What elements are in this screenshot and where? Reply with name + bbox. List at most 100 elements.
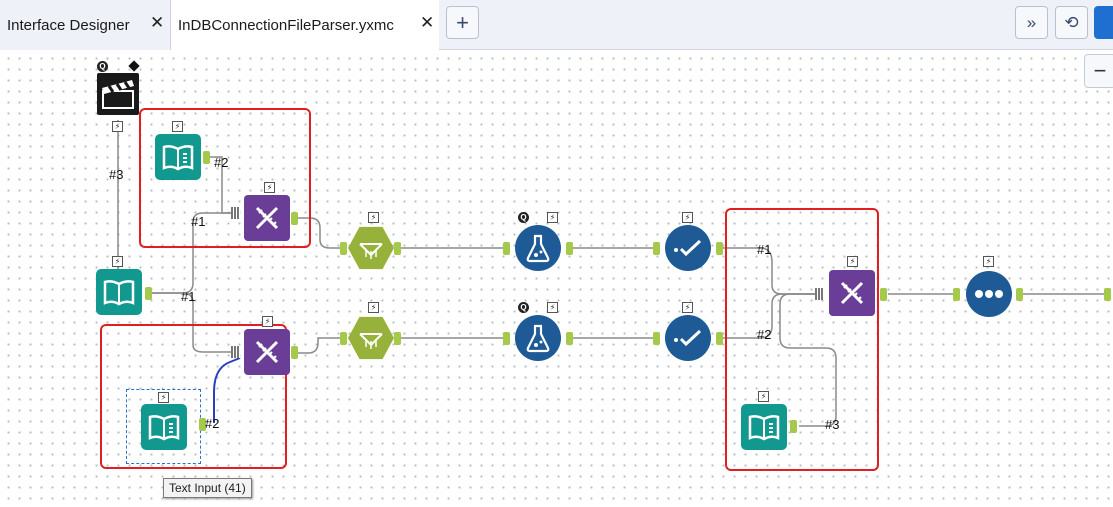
check-tool[interactable] bbox=[665, 225, 711, 271]
output-anchor[interactable] bbox=[716, 242, 723, 255]
input-anchor[interactable] bbox=[653, 242, 660, 255]
flask-icon bbox=[526, 234, 550, 263]
bolt-icon: ⚡ bbox=[682, 212, 693, 223]
text-input-tool-selected[interactable] bbox=[141, 404, 187, 450]
output-anchor[interactable] bbox=[716, 332, 723, 345]
wire-selected-bottom-text-to-formula bbox=[213, 357, 241, 423]
output-anchor[interactable] bbox=[199, 418, 206, 431]
bolt-icon: ⚡ bbox=[547, 302, 558, 313]
output-anchor[interactable] bbox=[790, 420, 797, 433]
test-tool[interactable] bbox=[515, 225, 561, 271]
question-badge: Q bbox=[518, 302, 529, 313]
tool-tooltip: Text Input (41) bbox=[163, 478, 252, 498]
output-anchor[interactable] bbox=[566, 242, 573, 255]
union-icon bbox=[359, 333, 383, 349]
connection-label: #3 bbox=[825, 417, 840, 432]
bolt-icon: ⚡ bbox=[264, 182, 275, 193]
bolt-icon: ⚡ bbox=[758, 391, 769, 402]
wire-right-text-to-formula bbox=[779, 293, 837, 427]
close-icon[interactable]: ✕ bbox=[150, 13, 165, 32]
add-tab-button[interactable]: + bbox=[446, 6, 479, 39]
text-input-tool[interactable] bbox=[741, 404, 787, 450]
bolt-icon: ⚡ bbox=[682, 302, 693, 313]
connection-label: #2 bbox=[757, 327, 772, 342]
book-icon bbox=[162, 145, 194, 171]
connection-label: #3 bbox=[109, 167, 124, 182]
run-button[interactable] bbox=[1094, 6, 1113, 39]
tab-indb-connection-file-parser[interactable]: InDBConnectionFileParser.yxmc ✕ bbox=[171, 0, 439, 50]
bolt-icon: ⚡ bbox=[547, 212, 558, 223]
output-anchor[interactable] bbox=[394, 242, 401, 255]
dna-icon bbox=[255, 340, 279, 364]
formula-tool[interactable] bbox=[244, 195, 290, 241]
bolt-icon: ⚡ bbox=[983, 256, 994, 267]
output-anchor[interactable] bbox=[291, 212, 298, 225]
connection-label: #1 bbox=[181, 289, 196, 304]
input-anchor[interactable] bbox=[503, 242, 510, 255]
bolt-icon: ⚡ bbox=[262, 316, 273, 327]
input-anchor[interactable] bbox=[340, 242, 347, 255]
connection-label: #1 bbox=[191, 214, 206, 229]
output-anchor[interactable] bbox=[394, 332, 401, 345]
book-icon bbox=[103, 280, 135, 306]
bolt-icon: ⚡ bbox=[112, 121, 123, 132]
output-anchor[interactable] bbox=[203, 151, 210, 164]
output-anchor[interactable] bbox=[566, 332, 573, 345]
wire-input-to-top-formula bbox=[152, 212, 240, 294]
multi-input-anchor[interactable] bbox=[231, 346, 240, 358]
annotation-box-top bbox=[139, 108, 311, 248]
output-anchor[interactable] bbox=[145, 287, 152, 300]
tab-bar: Interface Designer ✕ InDBConnectionFileP… bbox=[0, 0, 1113, 50]
input-anchor[interactable] bbox=[340, 332, 347, 345]
bolt-icon: ⚡ bbox=[172, 121, 183, 132]
bolt-icon: ⚡ bbox=[368, 212, 379, 223]
bolt-icon: ⚡ bbox=[368, 302, 379, 313]
dots-icon bbox=[975, 290, 1003, 298]
wire-bottom-check-to-formula bbox=[722, 293, 823, 339]
book-icon bbox=[148, 415, 180, 441]
clapperboard-icon bbox=[102, 80, 134, 109]
wire-bottom-formula-to-union bbox=[297, 337, 345, 354]
expand-chevron-button[interactable]: » bbox=[1015, 6, 1048, 39]
output-anchor[interactable] bbox=[291, 346, 298, 359]
multi-input-anchor[interactable] bbox=[231, 207, 240, 219]
text-input-tool[interactable] bbox=[155, 134, 201, 180]
action-tool[interactable] bbox=[97, 73, 139, 115]
question-badge: Q bbox=[518, 212, 529, 223]
annotation-box-bottom bbox=[100, 324, 287, 469]
input-anchor[interactable] bbox=[953, 288, 960, 301]
annotation-box-right bbox=[725, 208, 879, 471]
tab-label: Interface Designer bbox=[7, 16, 130, 34]
input-anchor[interactable] bbox=[503, 332, 510, 345]
check-icon bbox=[674, 239, 702, 257]
connection-label: #2 bbox=[205, 416, 220, 431]
tab-label: InDBConnectionFileParser.yxmc bbox=[178, 16, 394, 34]
input-anchor[interactable] bbox=[1104, 288, 1111, 301]
tab-interface-designer[interactable]: Interface Designer ✕ bbox=[0, 0, 171, 50]
check-icon bbox=[674, 329, 702, 347]
formula-tool[interactable] bbox=[244, 329, 290, 375]
formula-tool[interactable] bbox=[829, 270, 875, 316]
output-anchor[interactable] bbox=[880, 288, 887, 301]
bolt-icon: ⚡ bbox=[158, 392, 169, 403]
test-tool[interactable] bbox=[515, 315, 561, 361]
macro-output-tool[interactable] bbox=[966, 271, 1012, 317]
multi-input-anchor[interactable] bbox=[815, 288, 824, 300]
connection-label: #1 bbox=[757, 242, 772, 257]
input-tool[interactable] bbox=[96, 269, 142, 315]
output-anchor[interactable] bbox=[1016, 288, 1023, 301]
zoom-out-button[interactable]: − bbox=[1084, 54, 1113, 88]
flask-icon bbox=[526, 324, 550, 353]
check-tool[interactable] bbox=[665, 315, 711, 361]
book-icon bbox=[748, 415, 780, 441]
close-icon[interactable]: ✕ bbox=[420, 13, 435, 32]
bolt-icon: ⚡ bbox=[112, 256, 123, 267]
input-anchor[interactable] bbox=[653, 332, 660, 345]
bolt-icon: ⚡ bbox=[847, 256, 858, 267]
question-badge: Q bbox=[97, 61, 108, 72]
workflow-canvas[interactable] bbox=[0, 50, 1113, 507]
union-icon bbox=[359, 243, 383, 259]
wire-top-formula-to-union bbox=[297, 217, 345, 249]
history-button[interactable]: ⟲ bbox=[1055, 6, 1088, 39]
